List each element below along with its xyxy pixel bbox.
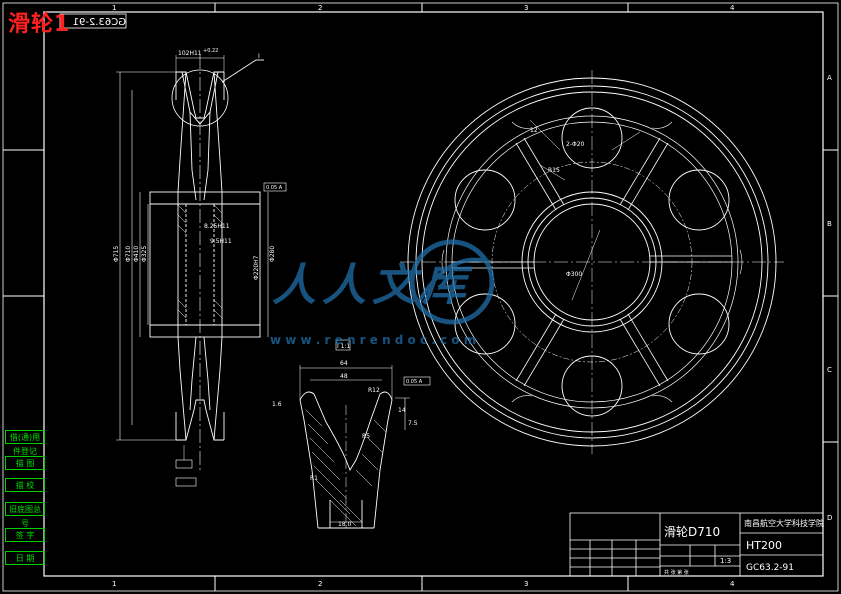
side-label-register: 借(通)用件登记 <box>5 430 45 456</box>
detail-dim-64: 64 <box>340 360 348 367</box>
border-right-b: B <box>827 220 832 228</box>
dim-d220: Φ220H7 <box>253 255 260 280</box>
overlay-title: 滑轮1 <box>8 12 71 37</box>
dim-d710: Φ710 <box>125 246 132 262</box>
dim-d715: Φ715 <box>113 246 120 262</box>
watermark-url: w w w . r e n r e n d o c . c o m <box>270 333 476 347</box>
title-block-text: 滑轮D710 南昌航空大学科技学院 HT200 GC63.2-91 1:3 共 … <box>664 518 824 576</box>
border-top-3: 3 <box>524 4 528 12</box>
front-dim-15: R15 <box>548 167 560 174</box>
leader-label-I: I <box>258 53 260 60</box>
detail-dim-14: 14 <box>398 407 406 414</box>
svg-text:GC63.2-91: GC63.2-91 <box>73 17 126 28</box>
side-label-old-number: 旧底图总号 <box>5 502 45 528</box>
front-dim-20: 2-Φ20 <box>566 141 585 148</box>
school-name: 南昌航空大学科技学院 <box>744 518 824 528</box>
detail-dimensions: 64 48 18.0 14 7.5 R12 R1 R5 I 1:1 1.6 0.… <box>272 343 423 528</box>
border-top-1: 1 <box>112 4 116 12</box>
dim-825: 8.25H11 <box>204 223 230 230</box>
side-label-trace: 描 图 <box>5 456 45 470</box>
title-block <box>569 512 824 577</box>
detail-dim-75: 7.5 <box>408 420 418 427</box>
scale: 1:3 <box>720 557 731 565</box>
detail-dim-R12: R12 <box>368 387 380 394</box>
sheet-count: 共 张 第 张 <box>664 569 689 576</box>
side-label-date: 日 期 <box>5 551 45 565</box>
material: HT200 <box>746 539 782 552</box>
side-label-check: 描 校 <box>5 478 45 492</box>
detail-dim-R1: R1 <box>310 475 318 482</box>
front-view <box>400 70 784 454</box>
border-right-a: A <box>827 74 832 82</box>
detail-roughness: 1.6 <box>272 401 282 408</box>
detail-groove-view <box>299 339 431 530</box>
section-view <box>116 55 287 487</box>
detail-tol-box: 0.05 A <box>406 379 423 385</box>
front-dimensions: 12 2-Φ20 R15 Φ300 <box>530 127 585 278</box>
tol-box-right: 0.05 A <box>266 185 283 191</box>
detail-dim-18: 18.0 <box>338 521 352 528</box>
border-bottom-1: 1 <box>112 580 116 588</box>
detail-dim-48: 48 <box>340 373 348 380</box>
section-dimensions: 102H11 +0.22 Φ715 Φ710 Φ410 Φ325 Φ220H7 … <box>113 48 283 280</box>
drawing-number-stamp: GC63.2-91 <box>59 13 127 29</box>
dim-top-fit: 102H11 <box>178 50 202 57</box>
front-dim-300: Φ300 <box>566 271 582 278</box>
border-bottom-3: 3 <box>524 580 528 588</box>
dim-d280: Φ280 <box>269 246 276 262</box>
part-name: 滑轮D710 <box>664 525 720 539</box>
border-bottom-2: 2 <box>318 580 322 588</box>
dim-95: 9.5H11 <box>210 238 232 245</box>
dim-top-tol: +0.22 <box>203 48 218 54</box>
dim-d410: Φ410 <box>133 246 140 262</box>
border-bottom-4: 4 <box>730 580 735 588</box>
watermark: 人人文库 w w w . r e n r e n d o c . c o m <box>270 239 495 347</box>
detail-dim-R5: R5 <box>362 433 370 440</box>
drawing-number: GC63.2-91 <box>746 563 794 573</box>
front-dim-12: 12 <box>530 127 538 134</box>
detail-scale-label: I 1:1 <box>337 343 351 350</box>
border-right-c: C <box>827 366 832 374</box>
dim-d325: Φ325 <box>141 246 148 262</box>
side-label-sign: 签 字 <box>5 528 45 542</box>
border-top-2: 2 <box>318 4 322 12</box>
border-right-d: D <box>827 514 832 522</box>
border-top-4: 4 <box>730 4 735 12</box>
watermark-text: 人人文库 <box>272 260 473 311</box>
